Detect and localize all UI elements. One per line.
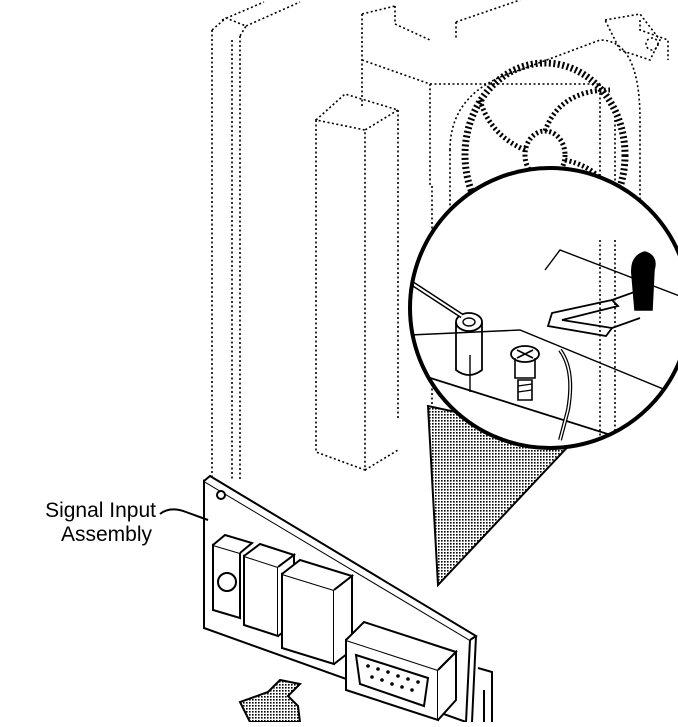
callout-leader-line: [159, 508, 209, 521]
callout-label-line2: Assembly: [60, 523, 152, 546]
callout-label-line1: Signal Input: [45, 499, 156, 522]
direction-arrow-icon: [238, 678, 303, 723]
signal-input-assembly: [203, 474, 493, 724]
